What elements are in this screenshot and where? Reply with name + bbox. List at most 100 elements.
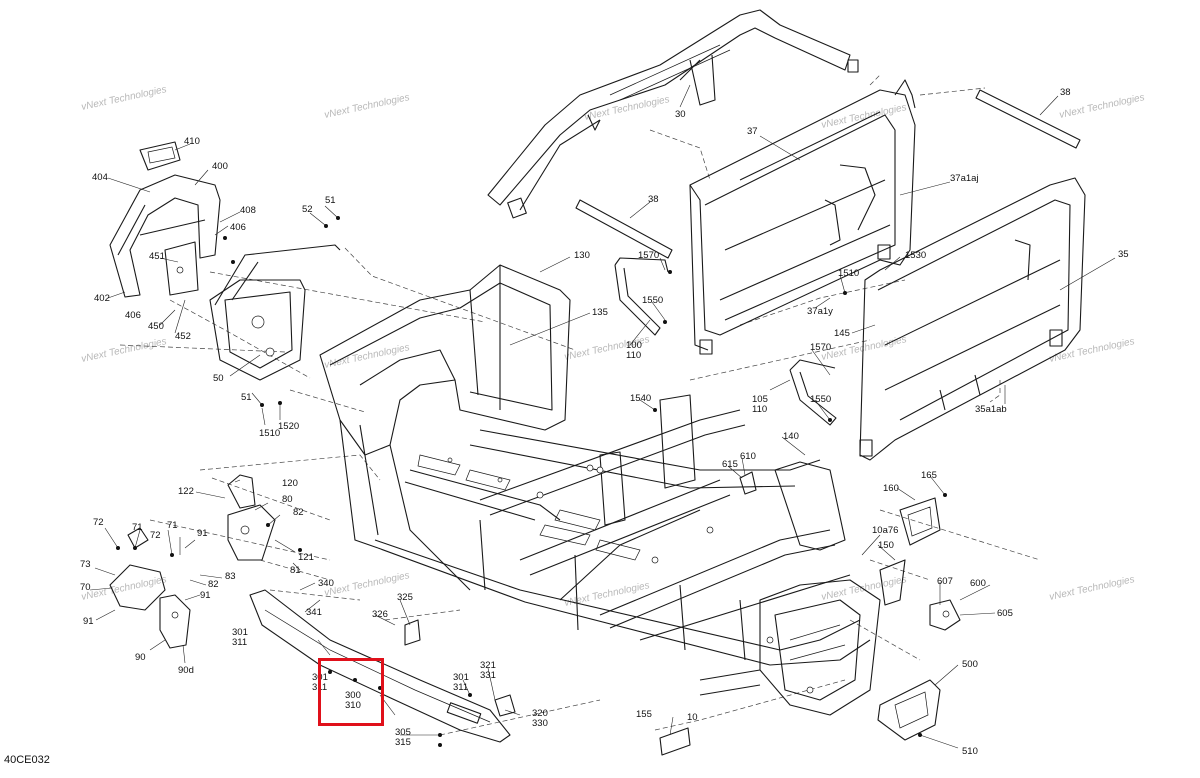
callout[interactable]: 82 [293, 507, 304, 518]
callout[interactable]: 91 [197, 528, 208, 539]
callout[interactable]: 406 [230, 222, 246, 233]
callout[interactable]: 1540 [630, 393, 651, 404]
callout[interactable]: 1570 [810, 342, 831, 353]
callout[interactable]: 90 [135, 652, 146, 663]
callout[interactable]: 165 [921, 470, 937, 481]
watermarks: vNext Technologies vNext Technologies vN… [80, 84, 1145, 609]
callout[interactable]: 30 [675, 109, 686, 120]
callout[interactable]: 73 [80, 559, 91, 570]
callout[interactable]: 145 [834, 328, 850, 339]
watermark: vNext Technologies [1048, 574, 1135, 603]
callout[interactable]: 510 [962, 746, 978, 757]
callout[interactable]: 10a76 [872, 525, 898, 536]
callout[interactable]: 326 [372, 609, 388, 620]
callout[interactable]: 404 [92, 172, 108, 183]
callout[interactable]: 1510 [838, 268, 859, 279]
callout[interactable]: 37a1aj [950, 173, 979, 184]
callout[interactable]: 610 [740, 451, 756, 462]
callout[interactable]: 305 [395, 727, 411, 738]
callout[interactable]: 400 [212, 161, 228, 172]
highlight-box [318, 658, 384, 726]
callout[interactable]: 72 [93, 517, 104, 528]
callout[interactable]: 83 [225, 571, 236, 582]
callout[interactable]: 91 [83, 616, 94, 627]
callout[interactable]: 51 [325, 195, 336, 206]
skid-plate [249, 589, 516, 743]
callout[interactable]: 135 [592, 307, 608, 318]
callout[interactable]: 1550 [642, 295, 663, 306]
callout[interactable]: 121 [298, 552, 314, 563]
callout[interactable]: 110 [626, 350, 641, 361]
callout[interactable]: 1520 [278, 421, 299, 432]
callout[interactable]: 37a1y [807, 306, 833, 317]
callout[interactable]: 80 [282, 494, 293, 505]
callout[interactable]: 450 [148, 321, 164, 332]
watermark: vNext Technologies [1048, 336, 1135, 365]
callout[interactable]: 110 [752, 404, 767, 415]
callout[interactable]: 38 [1060, 87, 1071, 98]
callout[interactable]: 160 [883, 483, 899, 494]
callout[interactable]: 341 [306, 607, 322, 618]
watermark: vNext Technologies [583, 94, 670, 123]
callout[interactable]: 311 [453, 682, 468, 693]
callout[interactable]: 82 [208, 579, 219, 590]
callout[interactable]: 607 [937, 576, 953, 587]
callout[interactable]: 105 [752, 394, 768, 405]
callout[interactable]: 1570 [638, 250, 659, 261]
callout[interactable]: 37 [747, 126, 758, 137]
callout[interactable]: 315 [395, 737, 411, 748]
callout[interactable]: 150 [878, 540, 894, 551]
callout[interactable]: 605 [997, 608, 1013, 619]
callout[interactable]: 320 [532, 708, 548, 719]
callout[interactable]: 310 [345, 700, 361, 711]
callout[interactable]: 330 [532, 718, 548, 729]
callout[interactable]: 321 [480, 660, 496, 671]
callout[interactable]: 10 [687, 712, 698, 723]
callout[interactable]: 500 [962, 659, 978, 670]
callout[interactable]: 311 [232, 637, 247, 648]
watermark: vNext Technologies [1058, 92, 1145, 121]
callout[interactable]: 1510 [259, 428, 280, 439]
callout[interactable]: 71 [132, 522, 143, 533]
callout[interactable]: 615 [722, 459, 738, 470]
watermark: vNext Technologies [323, 92, 410, 121]
callout[interactable]: 71 [167, 520, 178, 531]
callout[interactable]: 155 [636, 709, 652, 720]
callout[interactable]: 91 [200, 590, 211, 601]
callout[interactable]: 90d [178, 665, 194, 676]
watermark: vNext Technologies [80, 574, 167, 603]
callout[interactable]: 70 [80, 582, 91, 593]
callout[interactable]: 130 [574, 250, 590, 261]
callout[interactable]: 72 [150, 530, 161, 541]
callout[interactable]: 325 [397, 592, 413, 603]
callout[interactable]: 35 [1118, 249, 1129, 260]
callout[interactable]: 122 [178, 486, 194, 497]
callout[interactable]: 52 [302, 204, 313, 215]
callout[interactable]: 1530 [905, 250, 926, 261]
callout[interactable]: 38 [648, 194, 659, 205]
front-bumper-assembly [109, 141, 341, 381]
callout[interactable]: 410 [184, 136, 200, 147]
callout[interactable]: 406 [125, 310, 141, 321]
callout[interactable]: 402 [94, 293, 110, 304]
callout[interactable]: 51 [241, 392, 252, 403]
callout[interactable]: 50 [213, 373, 224, 384]
callout[interactable]: 301 [232, 627, 248, 638]
callout[interactable]: 408 [240, 205, 256, 216]
leader-lines [89, 84, 1116, 749]
callout[interactable]: 100 [626, 340, 642, 351]
callout[interactable]: 300 [345, 690, 361, 701]
callout[interactable]: 301 [453, 672, 469, 683]
callout[interactable]: 81 [290, 565, 301, 576]
watermark: vNext Technologies [820, 574, 907, 603]
main-frame [319, 264, 881, 716]
callout[interactable]: 120 [282, 478, 298, 489]
callout[interactable]: 340 [318, 578, 334, 589]
callout[interactable]: 140 [783, 431, 799, 442]
callout[interactable]: 331 [480, 670, 496, 681]
callout[interactable]: 452 [175, 331, 191, 342]
callout[interactable]: 451 [149, 251, 165, 262]
callout[interactable]: 600 [970, 578, 986, 589]
callout[interactable]: 1550 [810, 394, 831, 405]
callout[interactable]: 35a1ab [975, 404, 1007, 415]
